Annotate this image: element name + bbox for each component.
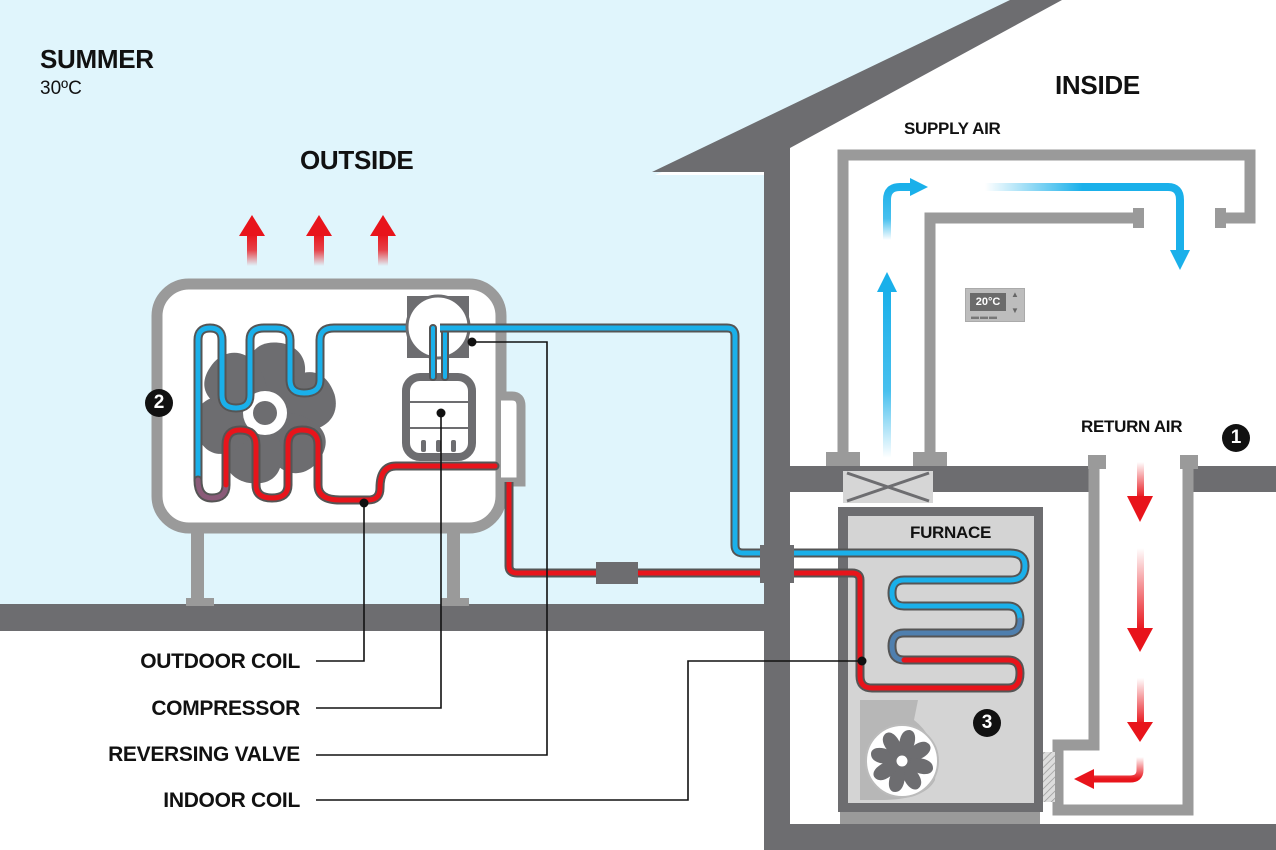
- season-temperature: 30ºC: [40, 78, 82, 99]
- ground-slab: [0, 604, 790, 631]
- return-air-label: RETURN AIR: [1081, 417, 1183, 436]
- thermostat[interactable]: 20°C ▲ ▼ ▬▬▬: [965, 288, 1025, 322]
- heat-rejection-arrows: [239, 215, 396, 266]
- supply-duct: [837, 149, 1256, 458]
- season-title: SUMMER: [40, 44, 154, 74]
- furnace-blower-fan-icon: [865, 724, 939, 798]
- badge-3: 3: [973, 709, 1001, 737]
- line-filter-drier: [596, 562, 638, 584]
- house-roof: [652, 0, 1062, 172]
- indoor-coil: [785, 548, 1030, 693]
- label-compressor: COMPRESSOR: [151, 697, 300, 720]
- badge-1: 1: [1222, 424, 1250, 452]
- return-air-arrows: [1074, 462, 1153, 789]
- floor-slab-right: [1192, 466, 1276, 492]
- supply-air-label: SUPPLY AIR: [904, 119, 1001, 138]
- return-duct: [1052, 455, 1194, 816]
- house-exterior-wall: [764, 148, 790, 850]
- badge-2: 2: [145, 389, 173, 417]
- thermostat-buttons: ▬▬▬: [971, 312, 998, 321]
- damper: [843, 471, 933, 503]
- outdoor-coil: [193, 323, 500, 505]
- floor-slab: [790, 466, 1090, 492]
- refrigerant-lines: [440, 323, 790, 578]
- thermostat-up-icon[interactable]: ▲: [1011, 290, 1019, 299]
- leader-lines: [316, 341, 862, 801]
- label-indoor-coil: INDOOR COIL: [163, 789, 300, 812]
- thermostat-down-icon[interactable]: ▼: [1011, 306, 1019, 315]
- return-filter: [1043, 752, 1055, 802]
- label-reversing-valve: REVERSING VALVE: [108, 743, 300, 766]
- furnace-label: FURNACE: [910, 523, 992, 542]
- leader-dots: [359, 337, 867, 666]
- label-outdoor-coil: OUTDOOR COIL: [140, 650, 300, 673]
- supply-air-arrows: [877, 178, 1190, 458]
- outside-label: OUTSIDE: [300, 145, 414, 175]
- inside-label: INSIDE: [1055, 70, 1140, 100]
- basement-floor: [790, 824, 1276, 850]
- thermostat-display: 20°C: [970, 293, 1006, 311]
